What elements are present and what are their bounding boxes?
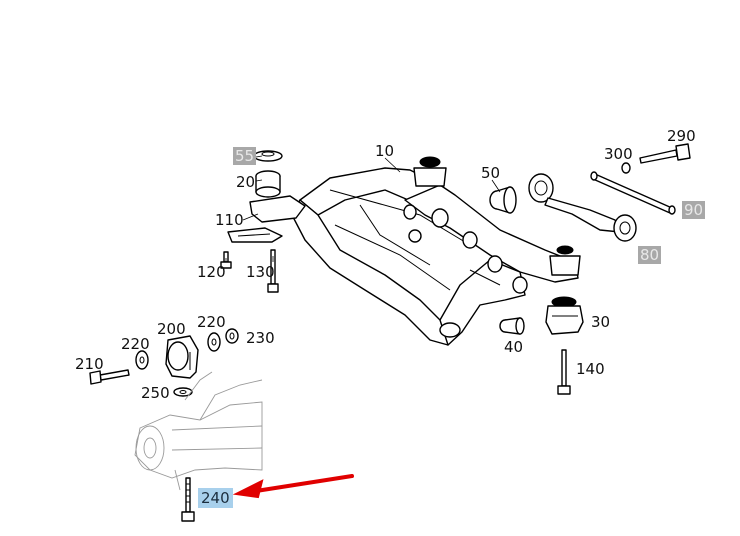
bolt-part-210[interactable] (89, 369, 130, 385)
callout-250[interactable]: 250 (141, 384, 170, 402)
callout-220-left[interactable]: 220 (121, 335, 150, 353)
callout-30[interactable]: 30 (591, 313, 611, 331)
wheel-carrier-outline (134, 371, 263, 491)
bracket-part-110[interactable] (227, 195, 306, 243)
washer-part-250[interactable] (173, 387, 193, 397)
callout-230[interactable]: 230 (246, 329, 275, 347)
callout-120[interactable]: 120 (197, 263, 226, 281)
callout-110[interactable]: 110 (215, 211, 244, 229)
bushing-part-200[interactable] (165, 335, 199, 379)
washer-part-220-left[interactable] (135, 350, 149, 370)
bolt-part-240[interactable] (181, 477, 195, 522)
callout-40[interactable]: 40 (504, 338, 524, 356)
rubber-mount-part-20[interactable] (255, 170, 281, 198)
callout-240-selected[interactable]: 240 (198, 488, 233, 508)
nut-part-230[interactable] (225, 328, 239, 344)
callout-210[interactable]: 210 (75, 355, 104, 373)
bushing-part-40[interactable] (499, 317, 525, 335)
bushing-part-50[interactable] (489, 186, 517, 214)
callout-80[interactable]: 80 (638, 246, 662, 264)
callout-90[interactable]: 90 (682, 201, 706, 219)
callout-55[interactable]: 55 (233, 147, 257, 165)
callout-130[interactable]: 130 (246, 263, 275, 281)
callout-20[interactable]: 20 (236, 173, 256, 191)
link-rod-part-90[interactable] (590, 171, 676, 215)
callout-220-right[interactable]: 220 (197, 313, 226, 331)
control-arm-part-80[interactable] (528, 173, 637, 242)
bolt-part-140[interactable] (557, 349, 571, 395)
callout-200[interactable]: 200 (157, 320, 186, 338)
subframe-part-10[interactable] (291, 156, 581, 346)
callout-140[interactable]: 140 (576, 360, 605, 378)
mount-part-55[interactable] (253, 150, 283, 162)
bolt-part-130[interactable] (267, 249, 279, 293)
callout-300[interactable]: 300 (604, 145, 633, 163)
washer-part-300[interactable] (621, 162, 631, 174)
pointer-arrow (232, 474, 354, 499)
washer-part-220-right[interactable] (207, 332, 221, 352)
callout-50[interactable]: 50 (481, 164, 501, 182)
callout-10[interactable]: 10 (375, 142, 395, 160)
bolt-part-290[interactable] (639, 143, 691, 164)
rubber-mount-part-30[interactable] (545, 296, 584, 335)
callout-290[interactable]: 290 (667, 127, 696, 145)
